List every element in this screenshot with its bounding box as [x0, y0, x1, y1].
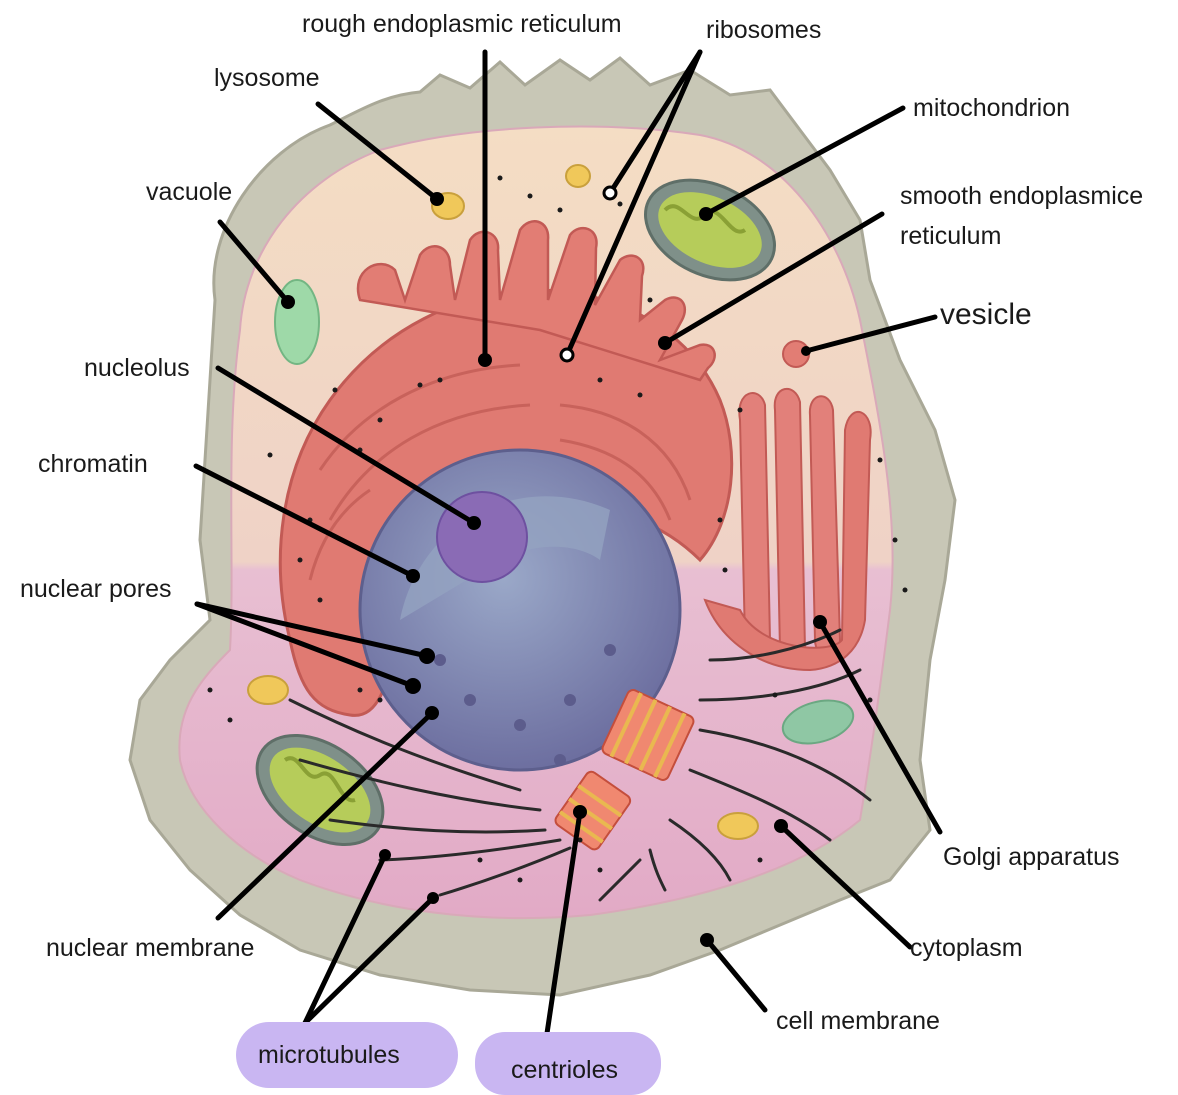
label-vacuole: vacuole: [146, 178, 232, 206]
lysosome-shape-2: [566, 165, 590, 187]
label-ribosomes: ribosomes: [706, 16, 821, 44]
label-chromatin: chromatin: [38, 450, 148, 478]
label-nuclear-membrane: nuclear membrane: [46, 934, 254, 962]
lysosome-shape-3: [248, 676, 288, 704]
label-cytoplasm: cytoplasm: [910, 934, 1023, 962]
label-microtubules: microtubules: [258, 1041, 400, 1069]
label-nucleolus: nucleolus: [84, 354, 190, 382]
label-cell-membrane: cell membrane: [776, 1007, 940, 1035]
label-centrioles: centrioles: [511, 1056, 618, 1084]
label-mitochondrion: mitochondrion: [913, 94, 1070, 122]
label-nuclear-pores: nuclear pores: [20, 575, 171, 603]
label-golgi: Golgi apparatus: [943, 843, 1120, 871]
label-rough-er: rough endoplasmic reticulum: [302, 10, 622, 38]
label-smooth-er-line2: reticulum: [900, 222, 1001, 250]
label-vesicle: vesicle: [940, 298, 1032, 331]
label-lysosome: lysosome: [214, 64, 320, 92]
lysosome-shape-4: [718, 813, 758, 839]
centrioles-pill: centrioles: [475, 1032, 661, 1095]
label-smooth-er-line1: smooth endoplasmice: [900, 182, 1143, 210]
microtubules-pill: microtubules: [236, 1022, 458, 1088]
